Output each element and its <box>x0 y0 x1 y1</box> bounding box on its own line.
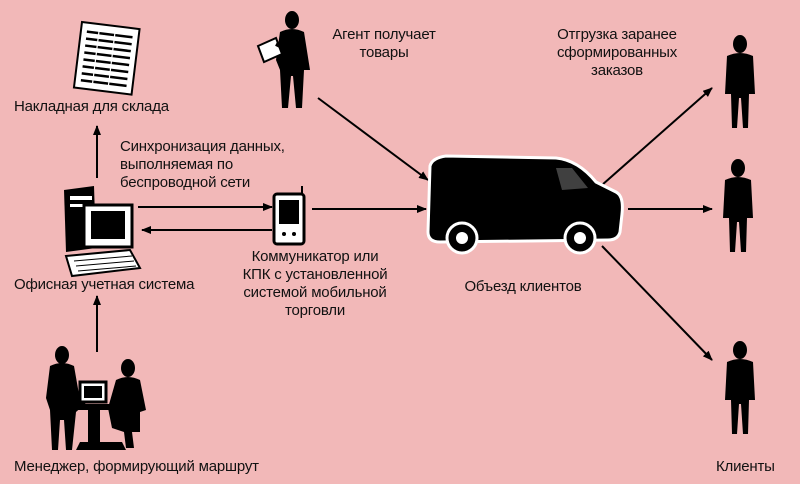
arrows <box>93 87 713 361</box>
arrow-agent-to-van <box>317 97 429 181</box>
waybill-document-icon <box>72 20 141 96</box>
client-person-icon <box>725 341 755 434</box>
manager-label: Менеджер, формирующий маршрут <box>14 458 259 475</box>
pda-icon <box>272 186 306 246</box>
tour-label: Объезд клиентов <box>464 278 582 295</box>
office-computer-icon <box>64 186 142 278</box>
clients-label: Клиенты <box>716 458 775 475</box>
office-system-label: Офисная учетная система <box>14 276 195 293</box>
delivery-van-icon <box>426 154 624 255</box>
shipment-label: Отгрузка заранее сформированных заказов <box>556 26 678 79</box>
client-person-icon <box>723 159 753 252</box>
agent-person-icon <box>256 11 310 108</box>
sync-label: Синхронизация данных, выполняемая по бес… <box>120 138 285 191</box>
arrow-van-to-client-top <box>601 87 713 186</box>
communicator-label: Коммуникатор или КПК с установленной сис… <box>242 248 388 319</box>
waybill-label: Накладная для склада <box>14 98 169 115</box>
manager-people-icon <box>46 346 146 450</box>
arrow-van-to-client-bottom <box>601 245 713 361</box>
client-person-icon <box>725 35 755 128</box>
agent-label: Агент получает товары <box>332 26 436 61</box>
